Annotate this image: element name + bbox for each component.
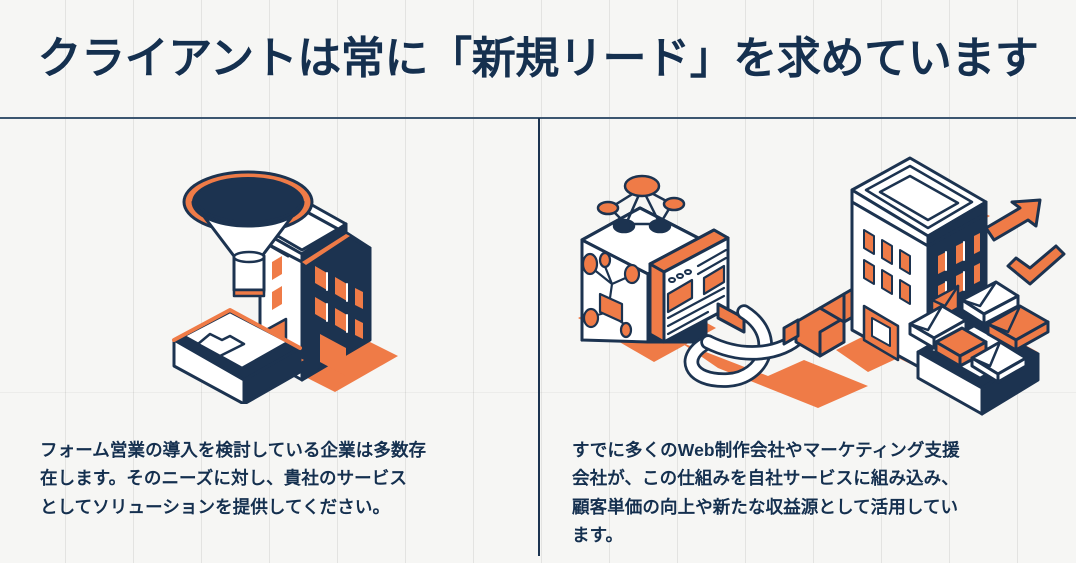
- left-column: フォーム営業の導入を検討している企業は多数存 在します。そのニーズに対し、貴社の…: [0, 118, 538, 563]
- slide-title: クライアントは常に「新規リード」を求めています: [37, 34, 1039, 83]
- right-illustration-wrap: [540, 126, 1076, 426]
- left-illustration-wrap: [0, 126, 538, 426]
- title-area: クライアントは常に「新規リード」を求めています: [0, 0, 1076, 118]
- up-arrow-icon: [984, 198, 1042, 242]
- right-body-text: すでに多くのWeb制作会社やマーケティング支援 会社が、この仕組みを自社サービス…: [572, 440, 960, 546]
- building-windows-right: [315, 266, 363, 339]
- right-column: すでに多くのWeb制作会社やマーケティング支援 会社が、この仕組みを自社サービス…: [540, 118, 1076, 563]
- funnel-cone: [191, 200, 305, 266]
- network-nodes-top: [596, 174, 686, 234]
- checkmark-icon: [1006, 244, 1066, 286]
- building-windows-left-right: [864, 230, 910, 304]
- funnel-building-tray-illustration: [172, 170, 398, 404]
- cable-connector-left: [716, 302, 746, 334]
- browser-text-lines: [666, 248, 728, 336]
- building-windows-left: [272, 256, 282, 310]
- vertical-divider: [538, 118, 540, 556]
- cable-ground-shadow: [680, 342, 868, 408]
- network-diagram-left-face: [581, 251, 641, 339]
- network-cube-cable-building-mail-illustration: [578, 156, 1066, 416]
- left-body-text: フォーム営業の導入を検討している企業は多数存 在します。そのニーズに対し、貴社の…: [40, 440, 427, 517]
- envelopes: [908, 280, 1050, 384]
